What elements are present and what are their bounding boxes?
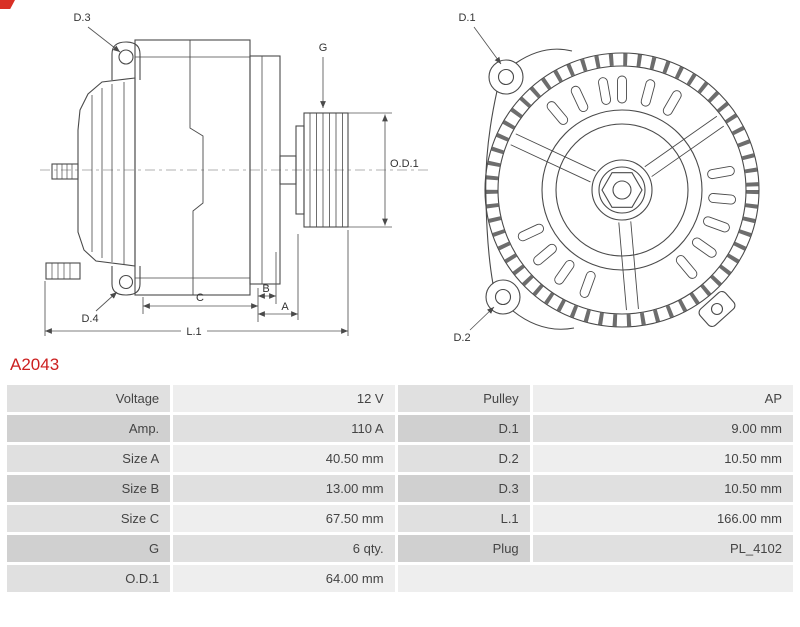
spec-label: Size B — [7, 475, 171, 502]
d4-leader-line — [95, 291, 118, 312]
d1-label: D.1 — [458, 12, 475, 24]
spec-value: 6 qty. — [173, 535, 395, 562]
spec-value: 9.00 mm — [532, 415, 793, 442]
od1-label: O.D.1 — [390, 158, 419, 170]
spec-empty-cell — [397, 565, 793, 592]
spec-table: Voltage 12 V Pulley AP Amp. 110 A D.1 9.… — [4, 382, 796, 595]
spec-label: Size C — [7, 505, 171, 532]
d4-label: D.4 — [81, 313, 98, 325]
spec-value: 40.50 mm — [173, 445, 395, 472]
shaft-nut — [601, 172, 643, 208]
spec-label: L.1 — [397, 505, 530, 532]
spec-value: 10.50 mm — [532, 475, 793, 502]
spec-label: D.2 — [397, 445, 530, 472]
spec-label: D.3 — [397, 475, 530, 502]
spec-row-g: G 6 qty. Plug PL_4102 — [7, 535, 793, 562]
vent-slots — [517, 75, 737, 298]
logo-fragment — [0, 0, 15, 9]
spec-label: Plug — [397, 535, 530, 562]
g-label: G — [319, 42, 328, 54]
front-view-dimensions — [469, 26, 502, 331]
spec-value: AP — [532, 385, 793, 412]
pulley-ribs — [303, 112, 349, 228]
d2-leader-line — [469, 306, 495, 331]
top-mounting-ear — [488, 59, 524, 95]
spec-row-amp: Amp. 110 A D.1 9.00 mm — [7, 415, 793, 442]
l1-label: L.1 — [186, 326, 201, 338]
a-label: A — [281, 301, 289, 313]
spec-value: PL_4102 — [532, 535, 793, 562]
d2-label: D.2 — [453, 332, 470, 344]
spec-value: 13.00 mm — [173, 475, 395, 502]
spokes — [510, 115, 724, 311]
front-view-drawing — [484, 48, 760, 330]
spec-value: 10.50 mm — [532, 445, 793, 472]
spec-value: 110 A — [173, 415, 395, 442]
spec-row-voltage: Voltage 12 V Pulley AP — [7, 385, 793, 412]
bottom-right-lug — [698, 290, 736, 328]
spec-value: 64.00 mm — [173, 565, 395, 592]
spec-label: G — [7, 535, 171, 562]
technical-diagram-area: D.3 D.4 G O.D.1 C B A L.1 — [40, 12, 760, 344]
bottom-mounting-ear — [485, 279, 521, 315]
alternator-technical-drawing: D.3 D.4 G O.D.1 C B A L.1 — [40, 12, 760, 344]
spec-value: 12 V — [173, 385, 395, 412]
b-label: B — [262, 283, 269, 295]
side-view-drawing — [40, 39, 428, 296]
spec-label: Voltage — [7, 385, 171, 412]
spec-label: Size A — [7, 445, 171, 472]
spec-row-size-a: Size A 40.50 mm D.2 10.50 mm — [7, 445, 793, 472]
spec-row-od1: O.D.1 64.00 mm — [7, 565, 793, 592]
spec-row-size-c: Size C 67.50 mm L.1 166.00 mm — [7, 505, 793, 532]
c-label: C — [196, 292, 204, 304]
spec-label: O.D.1 — [7, 565, 171, 592]
cooling-fins — [485, 53, 759, 327]
spec-value: 166.00 mm — [532, 505, 793, 532]
spec-label: D.1 — [397, 415, 530, 442]
spec-label: Pulley — [397, 385, 530, 412]
part-number: A2043 — [10, 355, 60, 374]
side-view-dimensions — [44, 26, 392, 336]
d3-leader-line — [87, 26, 121, 53]
spec-label: Amp. — [7, 415, 171, 442]
d1-leader-line — [473, 26, 502, 65]
spec-row-size-b: Size B 13.00 mm D.3 10.50 mm — [7, 475, 793, 502]
spec-value: 67.50 mm — [173, 505, 395, 532]
d3-label: D.3 — [73, 12, 90, 24]
